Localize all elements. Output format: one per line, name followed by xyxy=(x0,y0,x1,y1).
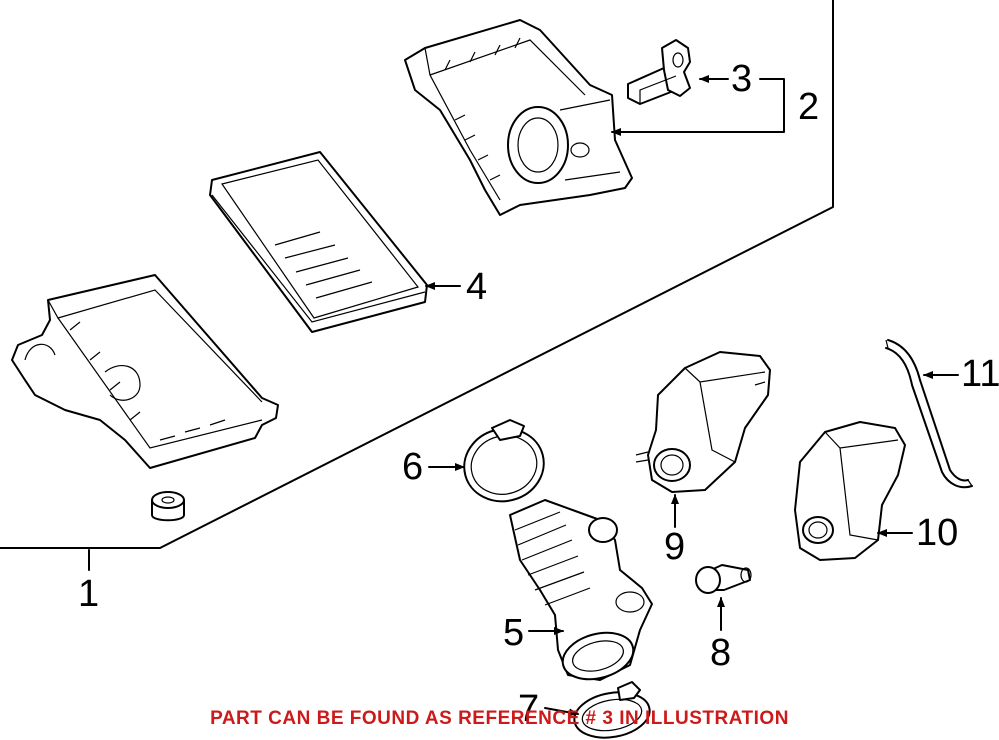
clamp-7-drawing xyxy=(573,681,651,739)
sensor-drawing xyxy=(627,39,691,105)
callout-10: 10 xyxy=(916,512,959,554)
grommet-drawing xyxy=(151,491,185,522)
intake-duct-drawing xyxy=(509,499,653,681)
callout-7: 7 xyxy=(518,688,540,730)
filter-drawing xyxy=(209,151,428,333)
callout-3: 3 xyxy=(731,58,753,100)
hose-11-drawing xyxy=(885,339,973,489)
leader-lines xyxy=(88,75,959,717)
fitting-8-drawing xyxy=(695,564,752,594)
callout-6: 6 xyxy=(402,446,424,488)
callout-11: 11 xyxy=(961,353,999,395)
reference-banner: PART CAN BE FOUND AS REFERENCE # 3 IN IL… xyxy=(210,708,789,729)
callout-1: 1 xyxy=(78,573,100,615)
resonator-10-drawing xyxy=(794,421,906,561)
callout-2: 2 xyxy=(798,86,820,128)
resonator-9-drawing xyxy=(635,351,771,493)
callout-4: 4 xyxy=(466,266,488,308)
callout-5: 5 xyxy=(503,612,525,654)
callout-9: 9 xyxy=(664,526,686,568)
upper-housing-drawing xyxy=(404,19,633,216)
lower-housing-drawing xyxy=(11,274,279,469)
callout-8: 8 xyxy=(710,632,732,674)
assembly-outline xyxy=(0,0,834,549)
clamp-6-drawing xyxy=(463,419,545,503)
